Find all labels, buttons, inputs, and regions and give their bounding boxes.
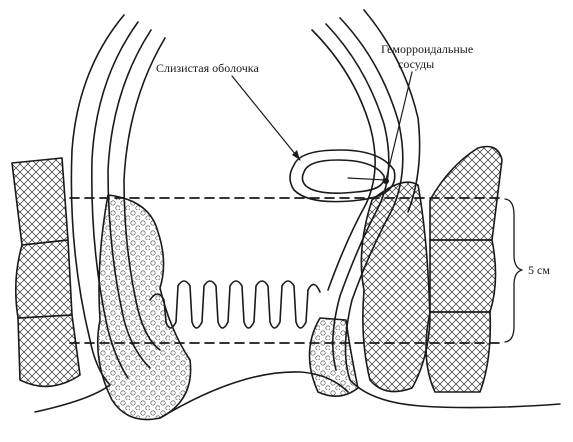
hemorrhoidal-vessels-label-line2: сосуды: [398, 57, 434, 71]
vessels-leader-dot: [383, 178, 389, 184]
vessels-leader-line-2: [348, 178, 386, 180]
mucosa-leader-line: [232, 76, 300, 160]
measurement-brace: [505, 199, 522, 342]
mucosa-label: Слизистая оболочка: [156, 61, 259, 75]
left-external-sphincter: [12, 158, 80, 386]
vessels-leader-line: [386, 72, 412, 180]
right-external-sphincter: [426, 147, 502, 393]
measurement-label: 5 см: [528, 263, 550, 277]
mucosal-folds: [150, 281, 320, 328]
hemorrhoidal-vessels-label-line1: Геморроидальные: [381, 42, 473, 56]
